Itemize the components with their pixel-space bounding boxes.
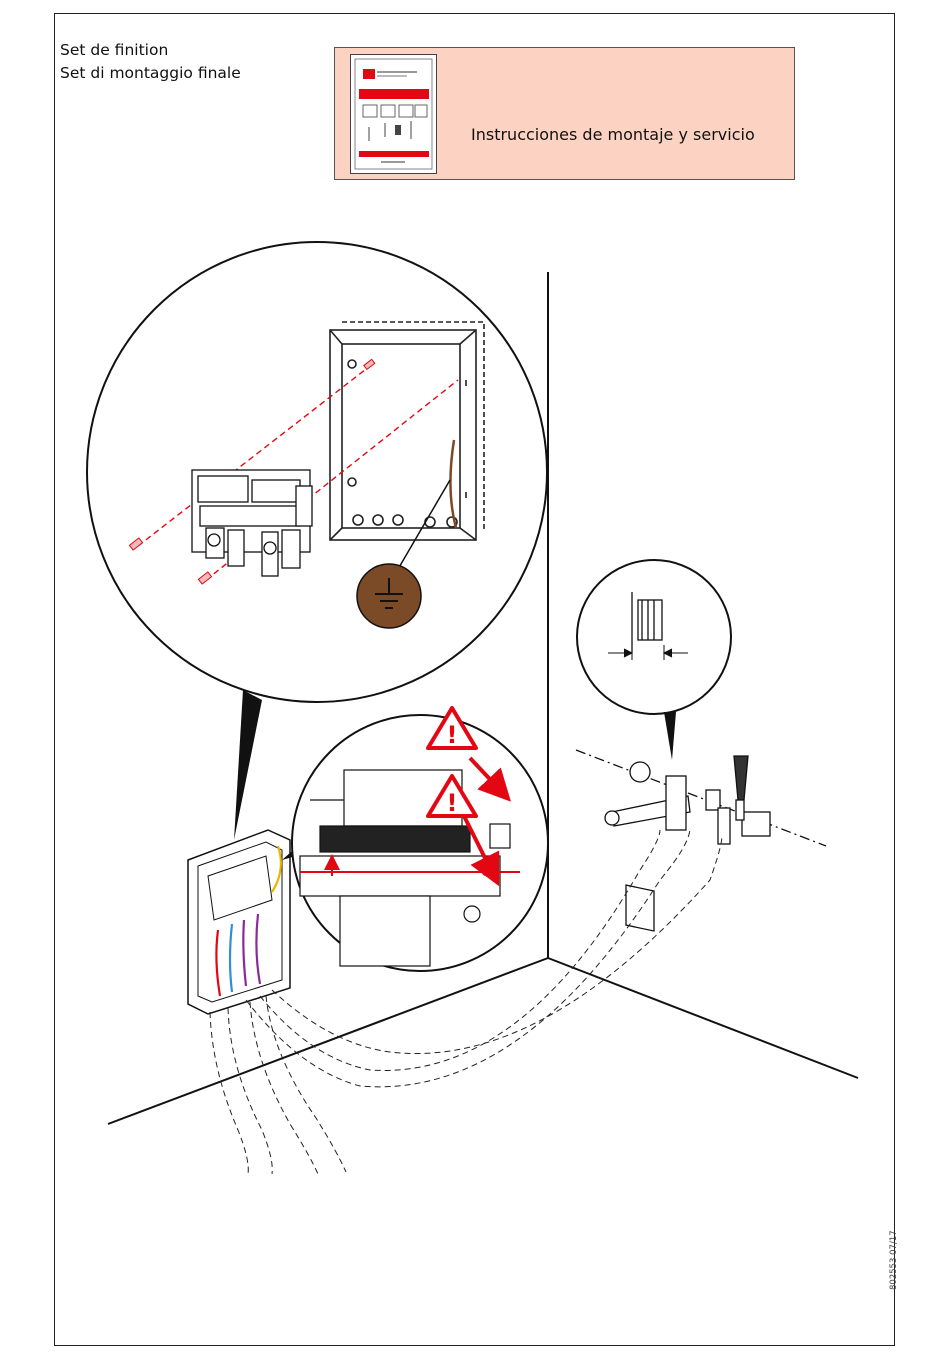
wall-fixtures [576,750,826,931]
wall-cabinet [188,830,300,1014]
document-code: 802553 07/17 [889,1230,899,1290]
svg-text:!: ! [447,789,458,817]
detail-circle-bushing [577,560,731,760]
ground-symbol-icon [357,564,421,628]
svg-text:!: ! [447,721,458,749]
detail-circle-electrical: ! ! [292,708,548,971]
